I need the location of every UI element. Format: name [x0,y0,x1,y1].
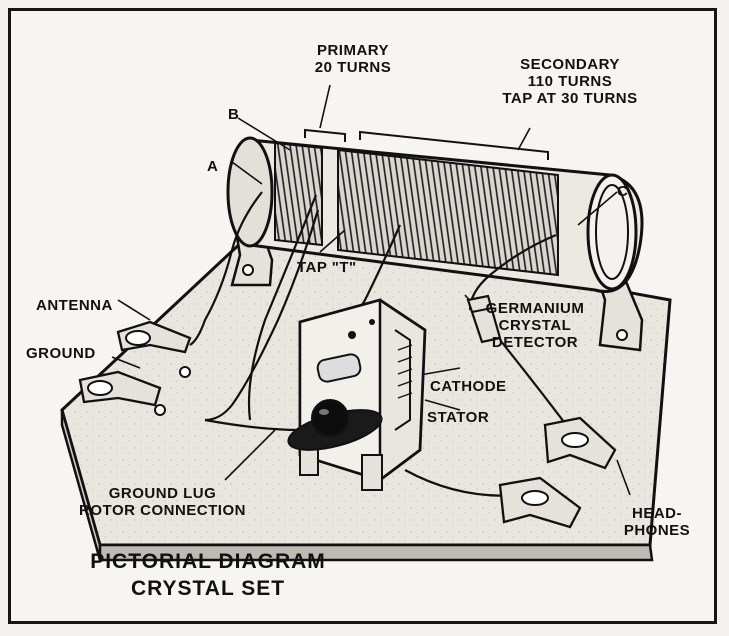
leader-lines [111,84,631,496]
headphone-clip-lower [498,476,582,529]
tap-b-wire [247,194,318,421]
secondary-label: SECONDARY 110 TURNS TAP AT 30 TURNS [502,56,638,107]
headphones-label: HEAD- PHONES [623,505,691,539]
antenna-terminal [116,320,192,378]
a-label: A [207,158,219,175]
cathode-label: CATHODE [430,378,507,395]
antenna-label: ANTENNA [36,297,113,314]
tuning-knob [287,399,383,451]
ground-label: GROUND [26,345,96,362]
wiring [189,191,571,497]
ground-terminal [78,370,166,416]
crystal-detector [466,294,502,344]
primary-label: PRIMARY 20 TURNS [314,42,392,76]
secondary-winding [337,148,559,277]
ground-wire [204,209,320,422]
b-label: B [228,106,240,123]
stator-label: STATOR [427,409,490,426]
c-label: C [617,183,629,200]
germanium-detector-label: GERMANIUM CRYSTAL DETECTOR [485,300,585,351]
variable-capacitor [298,298,427,491]
secondary-bracket-marker [359,130,549,160]
caption-subtitle: CRYSTAL SET [130,577,286,600]
ground-lug-label: GROUND LUG ROTOR CONNECTION [79,485,246,519]
antenna-wire [189,191,263,346]
headphone-clip-upper [543,416,617,470]
tap-label: TAP "T" [297,259,357,276]
caption-title: PICTORIAL DIAGRAM [90,550,326,573]
primary-bracket-marker [304,128,346,142]
rotor-wire [204,418,301,432]
primary-winding [274,141,323,247]
